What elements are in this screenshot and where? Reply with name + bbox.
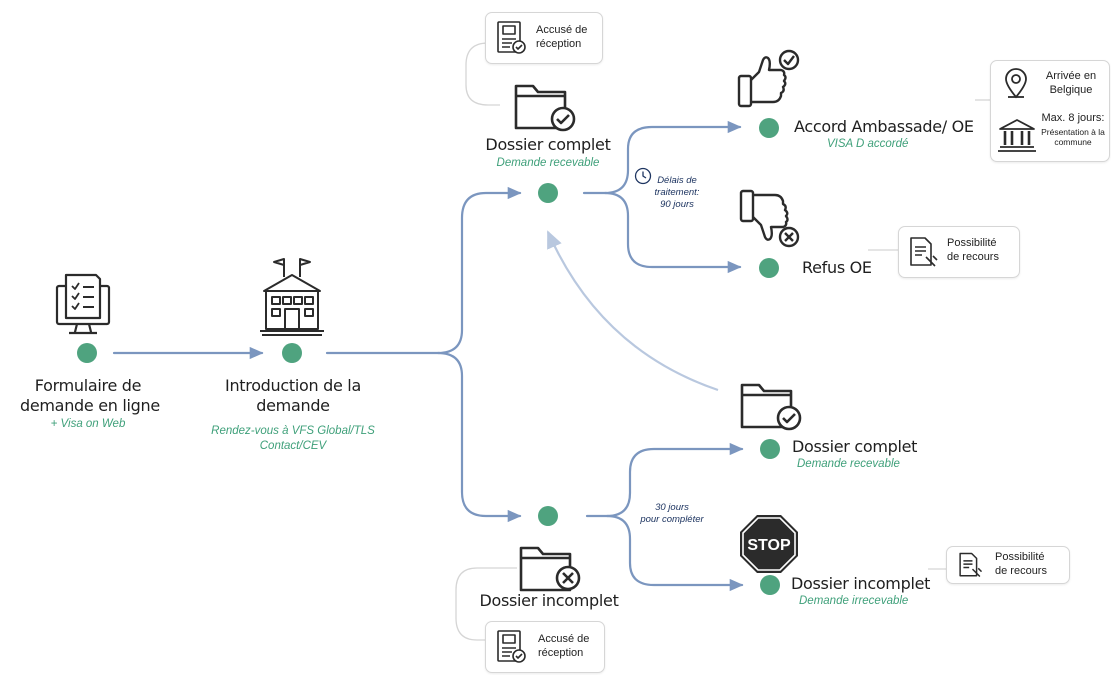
arrow-intro-to-complete	[325, 186, 522, 355]
bracket-receipt-top	[465, 42, 500, 106]
receipt-card-text: Accusé de réception	[538, 632, 589, 660]
complete-deadline-note: 30 jours pour compléter	[632, 502, 712, 526]
document-stamp-icon	[959, 552, 983, 578]
node-dot-intro	[282, 343, 302, 363]
node-dot-accord	[759, 118, 779, 138]
receipt-card-line: réception	[538, 647, 584, 659]
step-form-title: Formulaire de demande en ligne	[20, 376, 160, 416]
step-complete-title: Dossier complet	[485, 135, 611, 154]
step-intro-sub-line: Contact/CEV	[259, 440, 327, 452]
delay-note: Délais de traitement: 90 jours	[640, 175, 714, 211]
appeal-card-bottom: Possibilité de recours	[946, 546, 1070, 584]
appeal-card-text: Possibilité de recours	[995, 550, 1047, 578]
receipt-card-bottom: Accusé de réception	[485, 621, 605, 673]
monitor-form-icon	[55, 273, 111, 335]
node-dot-refus	[759, 258, 779, 278]
step-intro-sub-line: Rendez-vous à VFS Global/TLS	[211, 425, 375, 437]
step-accord-sub: VISA D accordé	[827, 138, 909, 150]
bracket-receipt-bottom	[455, 567, 517, 641]
step-refus-title: Refus OE	[802, 258, 872, 277]
arrival-delay-detail: Présentation à la commune	[1035, 127, 1111, 147]
step-form-title-line: Formulaire de	[34, 376, 142, 395]
arrival-line: Belgique	[1049, 84, 1093, 96]
node-dot-complete-right	[760, 439, 780, 459]
node-dot-complete	[538, 183, 558, 203]
step-form-sub: + Visa on Web	[50, 418, 126, 430]
step-intro-title-line: Introduction de la	[225, 376, 361, 395]
embassy-building-icon	[260, 258, 324, 336]
step-accord-title: Accord Ambassade/ OE	[794, 117, 974, 136]
appeal-card-top: Possibilité de recours	[898, 226, 1020, 278]
step-incomplete-right-sub: Demande irrecevable	[799, 595, 909, 607]
receipt-card-line: Accusé de	[538, 633, 590, 645]
receipt-card-top: Accusé de réception	[485, 12, 603, 64]
document-stamp-icon	[497, 630, 526, 663]
folder-x-icon	[519, 546, 581, 592]
document-stamp-icon	[497, 21, 526, 54]
step-incomplete-right-title: Dossier incomplet	[791, 574, 931, 593]
arrival-delay: Max. 8 jours:	[1041, 112, 1105, 124]
node-dot-incomplete-right	[760, 575, 780, 595]
document-stamp-icon	[910, 237, 938, 267]
arrival-card: Arrivée en Belgique Max. 8 jours: Présen…	[990, 60, 1110, 162]
stop-sign-icon: STOP	[740, 515, 798, 573]
clock-icon	[634, 167, 652, 185]
arrival-line: Arrivée en	[1045, 70, 1097, 82]
complete-deadline-line: pour compléter	[640, 514, 704, 525]
appeal-card-line: de recours	[947, 251, 999, 263]
folder-check-icon	[514, 84, 576, 132]
arrow-intro-to-incomplete	[436, 351, 522, 523]
arrival-line: Présentation à la	[1041, 127, 1105, 137]
thumbs-down-x-icon	[739, 189, 800, 248]
arrival-line: commune	[1054, 137, 1092, 147]
step-form-title-line: demande en ligne	[20, 396, 160, 415]
appeal-card-line: Possibilité	[947, 237, 997, 249]
appeal-card-line: Possibilité	[995, 551, 1045, 563]
step-intro-sub: Rendez-vous à VFS Global/TLS Contact/CEV	[193, 424, 393, 454]
appeal-card-text: Possibilité de recours	[947, 236, 999, 264]
arrow-complete-to-accord	[582, 120, 742, 195]
arrow-back-to-complete	[546, 230, 719, 392]
delay-note-line: 90 jours	[660, 199, 694, 210]
node-dot-form	[77, 343, 97, 363]
arrow-incomplete-to-complete	[585, 442, 744, 518]
node-dot-incomplete	[538, 506, 558, 526]
delay-note-line: Délais de	[657, 175, 697, 186]
receipt-card-line: Accusé de	[536, 24, 588, 36]
stop-sign-label: STOP	[747, 537, 791, 554]
step-intro-title-line: demande	[256, 396, 330, 415]
step-complete-sub: Demande recevable	[496, 157, 600, 169]
receipt-card-text: Accusé de réception	[536, 23, 587, 51]
complete-deadline-line: 30 jours	[655, 502, 689, 513]
arrow-incomplete-to-stop	[605, 514, 744, 592]
arrival-text: Arrivée en Belgique	[1039, 69, 1103, 97]
step-intro-title: Introduction de la demande	[203, 376, 383, 416]
appeal-card-line: de recours	[995, 565, 1047, 577]
arrow-complete-to-refus	[603, 191, 742, 274]
bank-building-icon	[998, 119, 1036, 152]
location-pin-icon	[1005, 68, 1027, 99]
thumbs-up-check-icon	[737, 49, 800, 108]
delay-note-line: traitement:	[654, 187, 700, 198]
step-complete-right-sub: Demande recevable	[797, 458, 900, 470]
step-incomplete-title: Dossier incomplet	[479, 591, 619, 610]
receipt-card-line: réception	[536, 38, 582, 50]
step-complete-right-title: Dossier complet	[792, 437, 918, 456]
folder-check-icon	[740, 383, 802, 431]
